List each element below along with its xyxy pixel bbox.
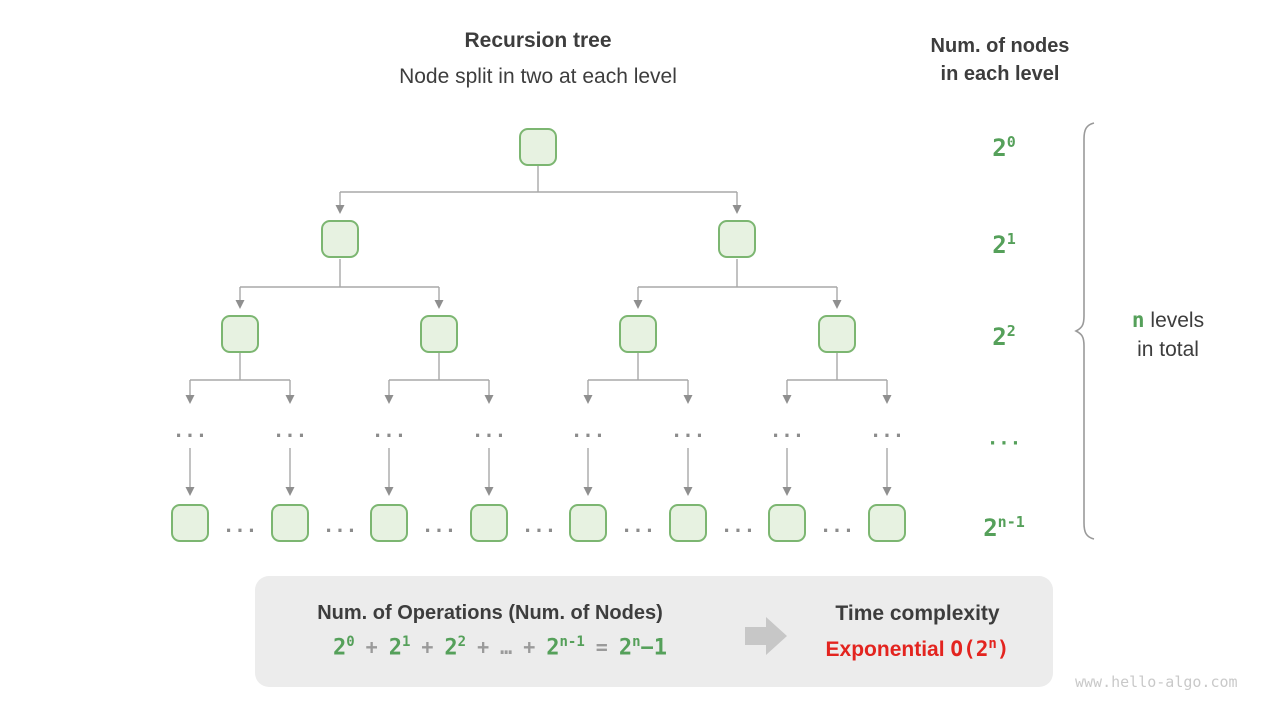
watermark: www.hello-algo.com (1075, 673, 1238, 691)
implies-arrow-icon (745, 617, 787, 655)
leaf-gap-ellipsis: ... (222, 515, 258, 537)
summary-box (255, 576, 1053, 687)
leaf-gap-ellipsis: ... (521, 515, 557, 537)
tree-node-leaf (669, 504, 707, 542)
tree-ellipsis: ... (172, 420, 208, 442)
n-variable: n (1131, 308, 1145, 332)
level-count-base: 2 (992, 134, 1007, 162)
tree-ellipsis: ... (769, 420, 805, 442)
equation-term: 22 (444, 634, 467, 661)
plus-operator: + (365, 635, 378, 660)
tree-ellipsis: ... (670, 420, 706, 442)
leaf-gap-ellipsis: ... (720, 515, 756, 537)
level-count-0: 20 (949, 127, 1059, 163)
level-count-base: 2 (983, 514, 998, 542)
right-panel-title-line2: in each level (940, 63, 1060, 85)
levels-total-line2: in total (1137, 338, 1199, 361)
tree-node-leaf (470, 504, 508, 542)
levels-word: levels (1144, 309, 1205, 332)
tree-node-leaf (171, 504, 209, 542)
equals-operator: = (595, 635, 608, 660)
diagram-title: Recursion tree (464, 29, 612, 52)
tree-node (420, 315, 458, 353)
complexity-value: Exponential O(2n) (790, 636, 1045, 662)
connector-lines (185, 166, 892, 496)
levels-brace (1074, 122, 1095, 540)
complexity-word: Exponential (825, 638, 945, 661)
tree-ellipsis: ... (570, 420, 606, 442)
operations-equation: 20 + 21 + 22 + … + 2n-1 = 2n−1 (275, 634, 725, 660)
level-count-base: 2 (992, 231, 1007, 259)
level-count-base: ... (986, 427, 1022, 450)
level-count-sup: n-1 (997, 513, 1025, 531)
ellipsis-operator: … (500, 635, 513, 660)
level-count-1: 21 (949, 224, 1059, 260)
level-count-base: 2 (992, 323, 1007, 351)
right-panel-title: Num. of nodes in each level (900, 32, 1100, 88)
operations-title: Num. of Operations (Num. of Nodes) (317, 602, 663, 624)
levels-total-note: n levels in total (1103, 306, 1233, 364)
equation-term: 20 (332, 634, 355, 661)
leaf-gap-ellipsis: ... (620, 515, 656, 537)
tree-node-leaf (271, 504, 309, 542)
tree-ellipsis: ... (272, 420, 308, 442)
equation-term: 21 (388, 634, 411, 661)
tree-node (221, 315, 259, 353)
level-count-2: 22 (949, 316, 1059, 352)
level-count-sup: 0 (1006, 133, 1016, 151)
tree-node (718, 220, 756, 258)
plus-operator: + (477, 635, 490, 660)
level-count-sup: 1 (1006, 230, 1016, 248)
level-count-ellipsis: ... (949, 417, 1059, 453)
tree-node-root (519, 128, 557, 166)
level-count-sup: 2 (1006, 322, 1016, 340)
diagram-subtitle: Node split in two at each level (399, 65, 677, 88)
equation-result: 2n−1 (618, 634, 668, 661)
tree-node (321, 220, 359, 258)
leaf-gap-ellipsis: ... (819, 515, 855, 537)
right-panel-title-line1: Num. of nodes (930, 35, 1070, 57)
tree-node-leaf (569, 504, 607, 542)
tree-ellipsis: ... (371, 420, 407, 442)
tree-node (818, 315, 856, 353)
tree-node-leaf (768, 504, 806, 542)
levels-total-line1: n levels (1103, 306, 1233, 335)
tree-ellipsis: ... (471, 420, 507, 442)
leaf-gap-ellipsis: ... (421, 515, 457, 537)
level-count-last: 2n-1 (949, 507, 1059, 543)
tree-node (619, 315, 657, 353)
equation-term: 2n-1 (546, 634, 585, 661)
tree-node-leaf (868, 504, 906, 542)
leaf-gap-ellipsis: ... (322, 515, 358, 537)
plus-operator: + (523, 635, 536, 660)
time-complexity-title: Time complexity (835, 602, 1000, 625)
tree-node-leaf (370, 504, 408, 542)
big-o-notation: O(2n) (950, 636, 1010, 661)
tree-ellipsis: ... (869, 420, 905, 442)
plus-operator: + (421, 635, 434, 660)
